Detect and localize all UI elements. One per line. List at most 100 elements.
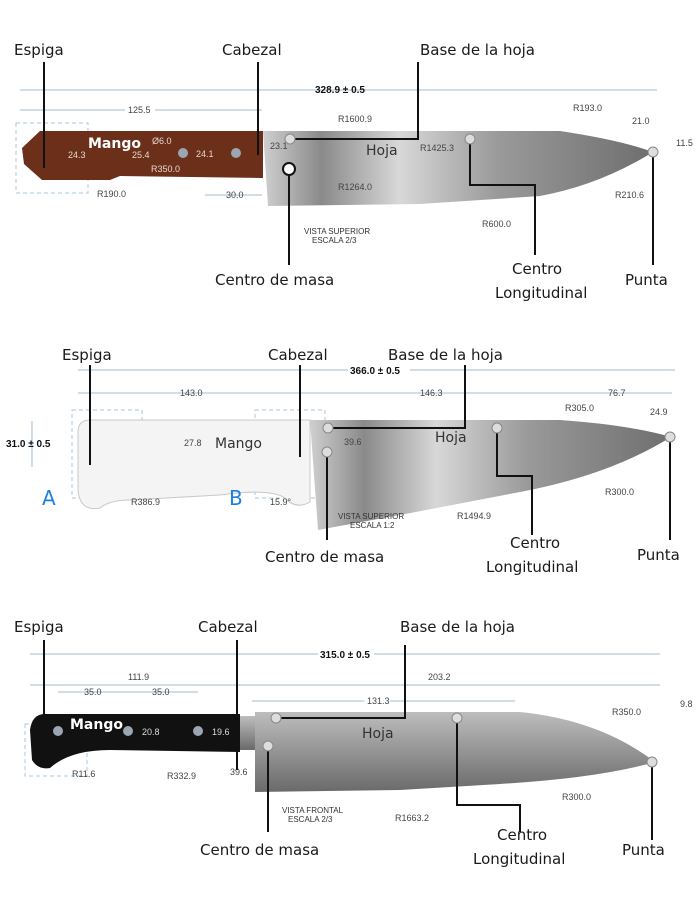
label-punta: Punta — [637, 546, 680, 564]
label-punta: Punta — [625, 271, 668, 289]
blade — [255, 712, 655, 792]
dim-d8: R600.0 — [482, 219, 511, 229]
label-centro-masa: Centro de masa — [215, 271, 334, 289]
part-hoja: Hoja — [435, 430, 467, 446]
panel-utility-knife-top: 366.0 ± 0.5 143.0 146.3 76.7 31.0 ± 0.5 … — [6, 346, 680, 576]
dim-height: 31.0 ± 0.5 — [6, 439, 51, 450]
part-hoja: Hoja — [366, 143, 398, 159]
view-title: VISTA SUPERIOR — [338, 512, 404, 521]
label-centro-masa: Centro de masa — [265, 548, 384, 566]
label-base: Base de la hoja — [388, 346, 503, 364]
part-hoja: Hoja — [362, 726, 394, 742]
dim-d4: 39.6 — [344, 437, 362, 447]
center-of-mass-point — [282, 162, 296, 176]
longitudinal-center-point — [464, 133, 476, 145]
dim-handle: 125.5 — [128, 105, 151, 115]
dim-d10: 25.4 — [132, 150, 150, 160]
dim-d8: R1663.2 — [395, 813, 429, 823]
label-cabezal: Cabezal — [198, 618, 258, 636]
dim-d3: 20.8 — [142, 727, 160, 737]
dim-p1: 35.0 — [84, 687, 102, 697]
label-base: Base de la hoja — [400, 618, 515, 636]
part-mango: Mango — [88, 136, 141, 152]
label-base: Base de la hoja — [420, 41, 535, 59]
dim-d5: R386.9 — [131, 497, 160, 507]
label-espiga: Espiga — [14, 618, 64, 636]
part-mango: Mango — [215, 436, 262, 452]
label-espiga: Espiga — [14, 41, 64, 59]
dim-d13: R350.0 — [151, 164, 180, 174]
view-scale: ESCALA 1:2 — [350, 521, 395, 530]
rivet — [178, 148, 188, 158]
label-espiga: Espiga — [62, 346, 112, 364]
view-scale: ESCALA 2/3 — [288, 815, 333, 824]
dim-d2: 9.8 — [680, 699, 693, 709]
section-label-a: A — [42, 486, 56, 510]
label-cabezal: Cabezal — [268, 346, 328, 364]
panel-chef-knife-top: 328.9 ± 0.5 125.5 Mango Hoja 24.3 25.4 Ø… — [14, 41, 693, 302]
dim-d6: 15.9° — [270, 497, 292, 507]
handle — [22, 131, 263, 180]
label-centro-long: Centro — [510, 534, 560, 552]
dim-total: 366.0 ± 0.5 — [350, 366, 400, 377]
dim-d6: R332.9 — [167, 771, 196, 781]
dim-d7: R1494.9 — [457, 511, 491, 521]
dim-d7: R210.6 — [615, 190, 644, 200]
label-punta: Punta — [622, 841, 665, 859]
dim-handle: 111.9 — [128, 672, 149, 682]
view-scale: ESCALA 2/3 — [312, 236, 357, 245]
dim-d2: R193.0 — [573, 103, 602, 113]
blade-base-point — [284, 133, 296, 145]
handle — [77, 419, 311, 510]
part-mango: Mango — [70, 717, 123, 733]
dim-d7: 39.6 — [230, 767, 248, 777]
label-centro-long-2: Longitudinal — [473, 850, 565, 868]
tip-point — [647, 146, 659, 158]
dim-d15: 30.0 — [226, 190, 244, 200]
dim-d6: R1264.0 — [338, 182, 372, 192]
dim-handle: 143.0 — [180, 388, 203, 398]
dim-d4: 11.5 — [676, 138, 693, 148]
dim-blade: 146.3 — [420, 388, 443, 398]
label-centro-long-2: Longitudinal — [486, 558, 578, 576]
dim-d12: 24.1 — [196, 149, 214, 159]
dim-d3: 21.0 — [632, 116, 650, 126]
label-centro-long: Centro — [497, 826, 547, 844]
blade-base-point — [322, 422, 334, 434]
tip-point — [646, 756, 658, 768]
dim-d5: R11.6 — [72, 769, 95, 779]
longitudinal-center-point — [491, 422, 503, 434]
dim-d2: 24.9 — [650, 407, 668, 417]
dim-d1: R305.0 — [565, 403, 594, 413]
dim-p2: 35.0 — [152, 687, 170, 697]
dim-d16: 23.1 — [270, 141, 288, 151]
handle — [30, 714, 240, 769]
dim-d1: R1600.9 — [338, 114, 372, 124]
label-centro-long: Centro — [512, 260, 562, 278]
label-centro-masa: Centro de masa — [200, 841, 319, 859]
dim-cm: 131.3 — [367, 696, 390, 706]
blade — [310, 420, 671, 530]
dim-d5: R1425.3 — [420, 143, 454, 153]
view-title: VISTA SUPERIOR — [304, 227, 370, 236]
longitudinal-center-point — [451, 712, 463, 724]
dim-d11: Ø6.0 — [152, 136, 172, 146]
dim-total: 315.0 ± 0.5 — [320, 650, 370, 661]
dim-total: 328.9 ± 0.5 — [315, 85, 365, 96]
center-of-mass-point — [262, 740, 274, 752]
dim-blade: 203.2 — [428, 672, 451, 682]
view-title: VISTA FRONTAL — [282, 806, 344, 815]
section-label-b: B — [229, 486, 243, 510]
blade — [263, 131, 653, 206]
panel-chef-knife-front: 315.0 ± 0.5 111.9 203.2 35.0 35.0 131.3 … — [14, 618, 693, 868]
blade-base-point — [270, 712, 282, 724]
label-cabezal: Cabezal — [222, 41, 282, 59]
center-of-mass-point — [321, 446, 333, 458]
dim-d9: R300.0 — [562, 792, 591, 802]
tip-point — [664, 431, 676, 443]
dim-d9: 24.3 — [68, 150, 86, 160]
label-centro-long-2: Longitudinal — [495, 284, 587, 302]
dim-d1: R350.0 — [612, 707, 641, 717]
rivet — [231, 148, 241, 158]
